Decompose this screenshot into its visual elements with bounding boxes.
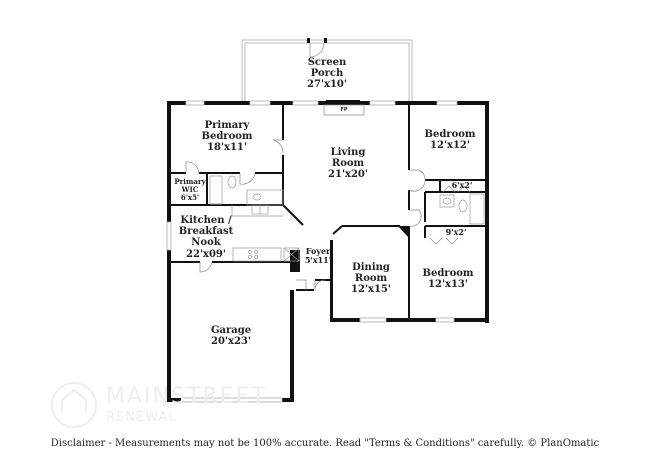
room-name-line: Kitchen / <box>180 215 232 226</box>
watermark-sub: RENEWAL <box>106 410 177 425</box>
room-name-line: Dining <box>352 262 390 273</box>
room-label-primary-bedroom: Primary Bedroom 18'x11' <box>202 120 253 154</box>
room-name-line: Primary <box>174 177 206 186</box>
room-name-line: Room <box>354 273 388 285</box>
room-dimensions: 12'x15' <box>351 284 391 296</box>
room-dimensions: 27'x10' <box>307 79 347 91</box>
fireplace-label: FP <box>340 107 348 113</box>
room-name-line: Room <box>331 158 365 170</box>
room-dimensions: 5'x11' <box>304 254 332 265</box>
room-name-line: Bedroom <box>201 131 253 143</box>
interior-walls <box>169 103 487 320</box>
room-label-bedroom-1: Bedroom 12'x12' <box>425 129 476 151</box>
room-label-garage: Garage 20'x23' <box>211 325 251 347</box>
room-dimensions: 22'x09' <box>186 248 226 260</box>
room-label-dining-room: Dining Room 12'x15' <box>351 262 391 296</box>
watermark-logo-icon <box>51 382 97 428</box>
room-name-line: Bedroom <box>422 268 474 279</box>
room-dimensions: 20'x23' <box>211 336 251 348</box>
room-name-line: WIC <box>181 184 199 194</box>
room-name-line: Screen <box>307 57 347 68</box>
room-label-foyer: Foyer 5'x11' <box>305 247 331 265</box>
room-dimensions: 6'x5' <box>180 192 200 202</box>
fixtures <box>209 175 485 262</box>
room-name-line: Breakfast <box>178 226 234 238</box>
windows <box>166 100 458 403</box>
room-label-closet-1: 6'x2' <box>452 181 473 190</box>
room-dimensions: 21'x20' <box>328 169 368 181</box>
doors <box>185 139 471 291</box>
room-name-line: Foyer <box>305 246 331 256</box>
porch-door <box>307 38 327 58</box>
room-name-line: Garage <box>210 325 252 336</box>
dining-corner-wedge <box>398 226 409 238</box>
room-label-closet-2: 9'x2' <box>446 228 467 237</box>
watermark-brand: MAINSTREET <box>106 384 267 409</box>
disclaimer-text: Disclaimer - Measurements may not be 100… <box>50 438 600 449</box>
fireplace <box>323 100 365 116</box>
room-label-screen-porch: Screen Porch 27'x10' <box>307 57 347 91</box>
room-name-line: Nook <box>191 237 221 249</box>
room-name-line: Bedroom <box>424 129 476 140</box>
room-dimensions: 18'x11' <box>207 142 247 154</box>
room-label-bedroom-2: Bedroom 12'x13' <box>423 268 474 290</box>
room-dimensions: 6'x2' <box>451 180 473 190</box>
room-label-kitchen: Kitchen / Breakfast Nook 22'x09' <box>179 215 234 260</box>
room-label-primary-wic: Primary WIC 6'x5' <box>174 178 205 201</box>
room-label-living-room: Living Room 21'x20' <box>328 147 368 181</box>
room-name-line: Living <box>330 147 366 158</box>
room-dimensions: 9'x2' <box>445 227 467 237</box>
room-dimensions: 12'x12' <box>430 140 470 152</box>
room-name-line: Porch <box>310 68 344 80</box>
room-dimensions: 12'x13' <box>428 279 468 291</box>
room-name-line: Primary <box>204 120 250 131</box>
